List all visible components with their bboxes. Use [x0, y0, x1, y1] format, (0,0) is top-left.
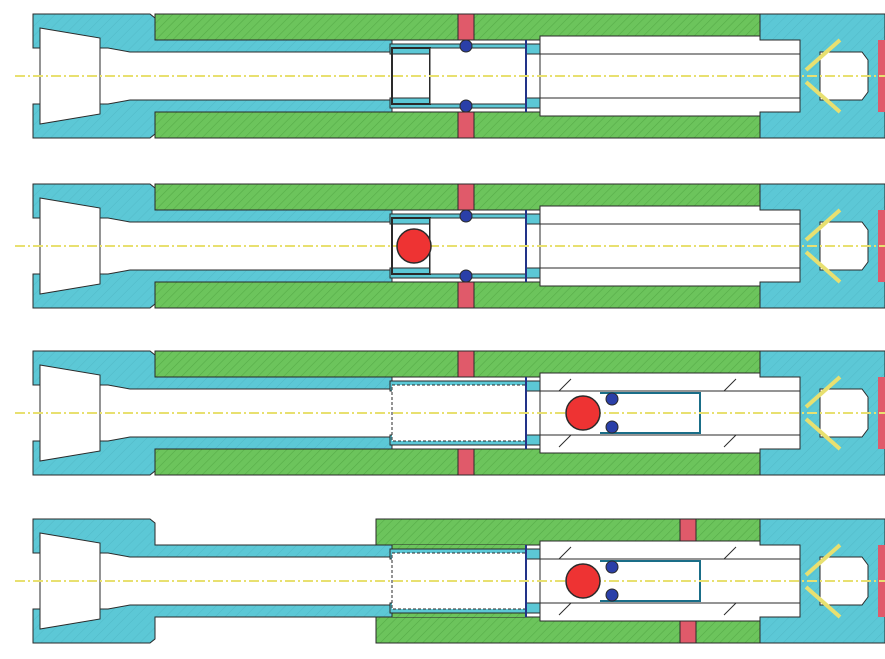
- valve-spring-bottom: [804, 585, 842, 619]
- valve-spring-bottom: [804, 250, 842, 284]
- drop-ball: [565, 395, 601, 431]
- seal-top: [457, 350, 475, 378]
- valve-spring-bottom: [804, 417, 842, 451]
- small-ball-bottom: [605, 420, 619, 434]
- small-ball-top: [459, 39, 473, 53]
- spring-mark: [558, 434, 572, 448]
- stage-3: [15, 350, 885, 476]
- seal-bottom: [457, 111, 475, 139]
- stage-2: [15, 183, 885, 309]
- spring-mark: [723, 378, 737, 392]
- seal-bottom: [457, 448, 475, 476]
- seal-top: [457, 183, 475, 211]
- drop-ball: [565, 563, 601, 599]
- small-ball-top: [605, 392, 619, 406]
- seal-bottom: [457, 281, 475, 309]
- spring-mark: [723, 434, 737, 448]
- valve-spring-top: [804, 375, 842, 409]
- spring-mark: [558, 378, 572, 392]
- seal-top: [457, 13, 475, 41]
- spring-mark: [558, 602, 572, 616]
- stage-1: [15, 13, 885, 139]
- small-ball-bottom: [459, 99, 473, 113]
- valve-spring-top: [804, 543, 842, 577]
- spring-mark: [558, 546, 572, 560]
- valve-spring-bottom: [804, 80, 842, 114]
- spring-mark: [723, 602, 737, 616]
- small-ball-bottom: [605, 588, 619, 602]
- stage-4: [15, 518, 885, 644]
- drop-ball: [396, 228, 432, 264]
- small-ball-bottom: [459, 269, 473, 283]
- small-ball-top: [605, 560, 619, 574]
- valve-spring-top: [804, 208, 842, 242]
- valve-spring-top: [804, 38, 842, 72]
- small-ball-top: [459, 209, 473, 223]
- spring-mark: [723, 546, 737, 560]
